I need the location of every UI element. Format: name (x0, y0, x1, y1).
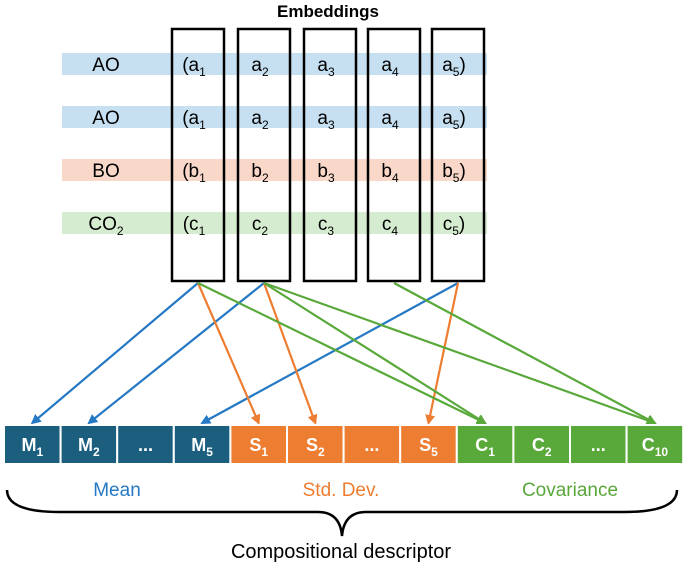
arrows (30, 281, 657, 426)
embedding-cell: a4 (381, 108, 399, 132)
embedding-cell: a3 (317, 55, 335, 79)
descriptor-cell-mean (116, 424, 175, 465)
descriptor-cell-label: M1 (21, 435, 43, 459)
row-label: BO (92, 161, 119, 182)
descriptor-cell-std (342, 424, 402, 465)
group-label-mean: Mean (93, 480, 141, 501)
row-label: CO2 (88, 214, 124, 238)
embedding-cell: c5) (443, 214, 466, 238)
embedding-cell: a2 (251, 55, 269, 79)
descriptor-cell-cov (455, 424, 515, 465)
arrow-mean (87, 282, 265, 425)
arrow-cov (263, 282, 487, 425)
descriptor-cell-label: ... (364, 435, 379, 455)
descriptor-cell-label: S1 (249, 435, 268, 459)
descriptor-cell-label: S5 (419, 435, 438, 459)
row-band (62, 212, 487, 234)
curly-brace (5, 489, 679, 537)
embedding-cell: a3 (317, 108, 335, 132)
row-bands (62, 53, 487, 234)
embedding-column-box (430, 27, 486, 283)
group-label-cov: Covariance (522, 480, 618, 501)
row-band (62, 159, 487, 181)
embedding-cell: (b1 (182, 161, 206, 185)
descriptor-cell-cov (512, 424, 572, 465)
embedding-cell: (c1 (183, 214, 206, 238)
arrow-mean (30, 282, 199, 425)
embedding-cell: (a1 (182, 55, 206, 79)
embedding-cell: a5) (442, 108, 466, 132)
embedding-cell: c4 (382, 214, 399, 238)
group-label-std: Std. Dev. (303, 480, 380, 501)
descriptor-cell-std (229, 424, 288, 465)
descriptor-cell-label: M2 (78, 435, 100, 459)
row-band (62, 106, 487, 128)
descriptor-cell-label: ... (138, 435, 153, 455)
descriptor-cell-cov (569, 424, 628, 465)
row-labels: AO AO BO CO2 (88, 55, 124, 238)
group-labels: Mean Std. Dev. Covariance (93, 480, 618, 501)
embedding-cell: c3 (318, 214, 335, 238)
embeddings-title: Embeddings (277, 2, 379, 21)
embedding-cell: b2 (251, 161, 269, 185)
row-label: AO (92, 55, 119, 76)
descriptor-cell-std (399, 424, 458, 465)
descriptor-cell-label: M5 (191, 435, 213, 459)
arrow-std (196, 282, 261, 425)
row-band (62, 53, 487, 75)
embedding-column-boxes (170, 27, 486, 283)
embedding-cell: b4 (381, 161, 399, 185)
embedding-column-box (302, 27, 358, 283)
embedding-cell: a5) (442, 55, 466, 79)
arrow-mean (200, 282, 459, 424)
row-label: AO (92, 108, 119, 129)
descriptor-cell-label: C10 (642, 435, 669, 459)
embedding-column-box (170, 27, 226, 283)
descriptor-cell-label: ... (591, 435, 606, 455)
descriptor-cell-mean (172, 424, 232, 465)
descriptor-cell-label: S2 (306, 435, 325, 459)
arrow-cov (263, 281, 657, 426)
embedding-cell: b3 (317, 161, 335, 185)
arrow-std (262, 282, 318, 425)
descriptor-cell-std (286, 424, 345, 465)
arrow-cov (393, 282, 657, 424)
arrow-cov (197, 282, 487, 424)
embedding-column-box (366, 27, 422, 283)
descriptor-cell-label: C2 (532, 435, 552, 459)
descriptor-bar: M1 M2... M5 S1 S2... S5 C1 C2... C10 (3, 424, 685, 465)
embedding-cell: b5) (442, 161, 466, 185)
descriptor-cell-mean (59, 424, 119, 465)
descriptor-cell-mean (3, 424, 62, 465)
embedding-cells: (a1 a2 a3 a4 a5) (a1 a2 a3 a4 a5) (b1 b2 b3 b4 b5) (c1 c… (182, 55, 466, 238)
descriptor-cell-label: C1 (475, 435, 495, 459)
embedding-cell: c2 (252, 214, 269, 238)
embedding-cell: a2 (251, 108, 269, 132)
arrow-std (425, 282, 460, 425)
embedding-cell: (a1 (182, 108, 206, 132)
descriptor-caption: Compositional descriptor (231, 541, 451, 563)
embedding-column-box (236, 27, 292, 283)
embedding-cell: a4 (381, 55, 399, 79)
descriptor-cell-cov (625, 424, 685, 465)
